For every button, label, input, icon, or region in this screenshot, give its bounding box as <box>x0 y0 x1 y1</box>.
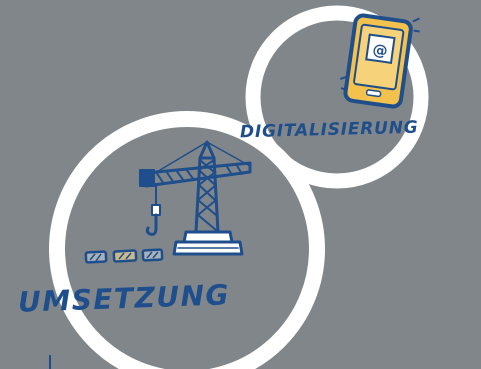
phone-at-symbol: @ <box>371 40 388 60</box>
smartphone-icon: @ <box>339 13 420 109</box>
crane-icon <box>139 140 252 256</box>
digitalisierung-ring <box>245 5 429 189</box>
bricks-icon <box>84 248 164 264</box>
umsetzung-ring <box>49 111 325 369</box>
